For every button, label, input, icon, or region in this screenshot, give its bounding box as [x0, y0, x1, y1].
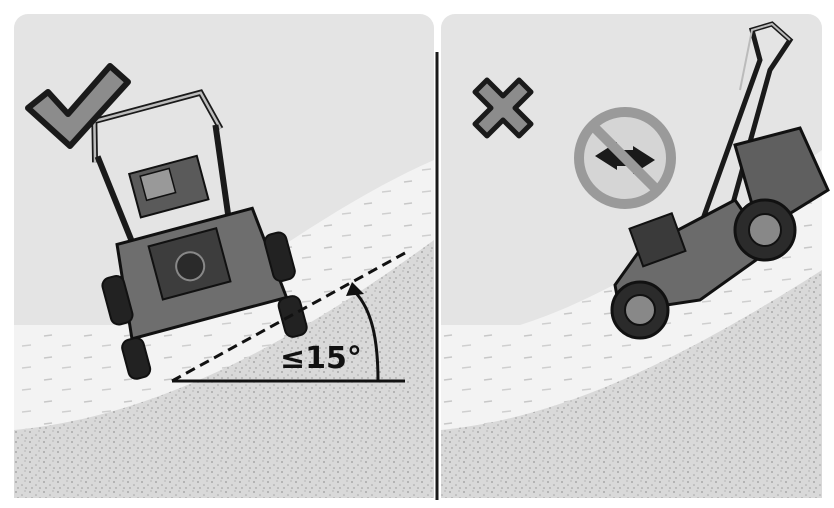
no-travel-across-slope-icon	[579, 112, 671, 204]
right-panel	[441, 14, 828, 498]
angle-label: ≤15°	[280, 341, 362, 376]
left-panel: ≤15°	[14, 14, 434, 498]
